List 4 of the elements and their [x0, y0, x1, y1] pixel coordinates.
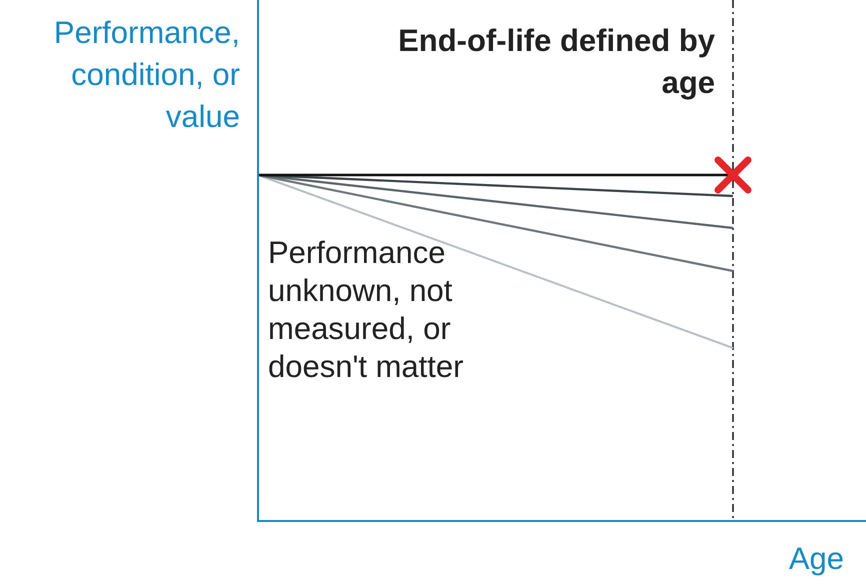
axis-title: Age: [788, 540, 844, 578]
annotation-text: End-of-life defined by age: [397, 22, 715, 102]
annotation-text: Performance unknown, not measured, or doesn't matter: [268, 234, 464, 386]
axis-title: Performance, condition, or value: [52, 14, 240, 136]
